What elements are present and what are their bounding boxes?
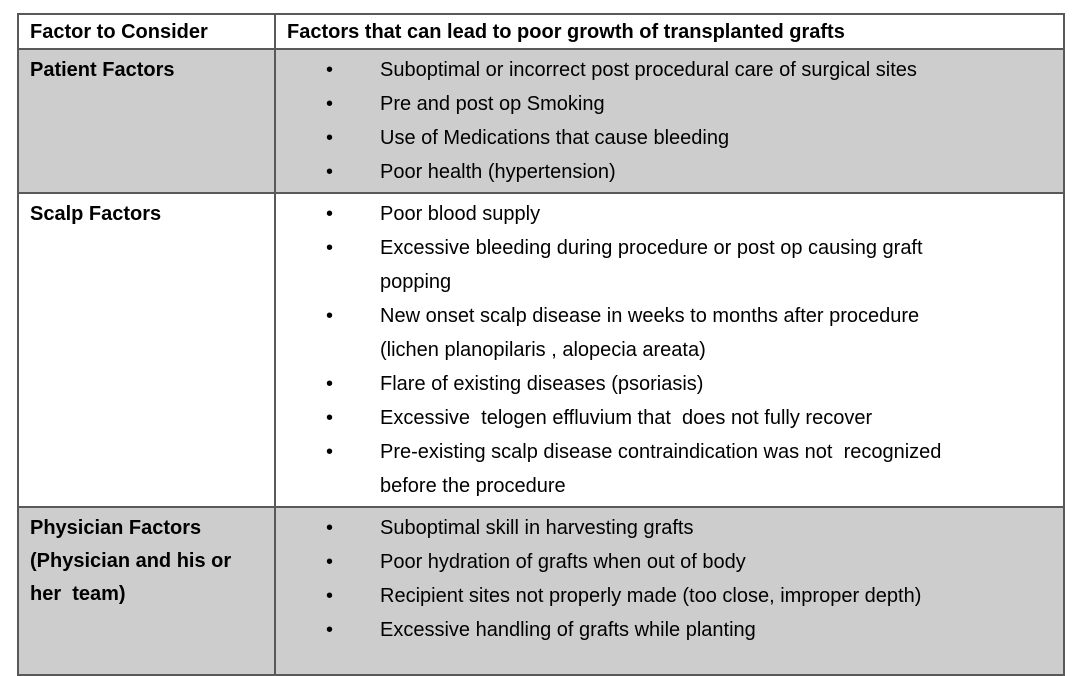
patient-factors-label: Patient Factors xyxy=(17,48,276,194)
list-item: • Suboptimal or incorrect post procedural… xyxy=(326,53,1059,87)
graft-growth-factors-table: Factor to Consider Factors that can lead… xyxy=(17,13,1065,676)
patient-factors-details: • Suboptimal or incorrect post procedural… xyxy=(274,48,1065,194)
patient-factors-bullet-list: • Suboptimal or incorrect post procedural… xyxy=(276,53,1059,189)
physician-factors-label: Physician Factors (Physician and his or … xyxy=(17,506,276,676)
list-item: • Poor health (hypertension) xyxy=(326,155,1059,189)
bullet-text: Poor hydration of grafts when out of bod… xyxy=(380,551,746,573)
bullet-icon: • xyxy=(326,517,334,539)
header-poor-growth-factors: Factors that can lead to poor growth of … xyxy=(274,13,1065,50)
bullet-icon: • xyxy=(326,585,334,607)
bullet-icon: • xyxy=(326,93,334,115)
list-item: • Excessive handling of grafts while plan… xyxy=(326,613,1059,647)
bullet-icon: • xyxy=(326,407,334,429)
bullet-text: Use of Medications that cause bleeding xyxy=(380,127,730,149)
bullet-icon: • xyxy=(326,127,334,149)
bullet-icon: • xyxy=(326,551,334,573)
list-item: • Pre-existing scalp disease contraindica… xyxy=(326,435,1059,503)
list-item: • Flare of existing diseases (psoriasis) xyxy=(326,367,1059,401)
table-header-row: Factor to Consider Factors that can lead… xyxy=(17,13,1065,50)
bullet-text: Recipient sites not properly made (too c… xyxy=(380,585,922,607)
list-item: • Poor hydration of grafts when out of bo… xyxy=(326,545,1059,579)
bullet-icon: • xyxy=(326,161,334,183)
bullet-icon: • xyxy=(326,237,334,259)
bullet-icon: • xyxy=(326,203,334,225)
bullet-text: Flare of existing diseases (psoriasis) xyxy=(380,373,704,395)
bullet-text: New onset scalp disease in weeks to mont… xyxy=(380,305,920,361)
bullet-text: Pre and post op Smoking xyxy=(380,93,605,115)
bullet-text: Suboptimal or incorrect post procedural … xyxy=(380,59,917,81)
table-row-physician-factors: Physician Factors (Physician and his or … xyxy=(17,506,1065,676)
bullet-icon: • xyxy=(326,59,334,81)
table-row-scalp-factors: Scalp Factors • Poor blood supply • Excess… xyxy=(17,192,1065,508)
bullet-icon: • xyxy=(326,305,334,327)
bullet-icon: • xyxy=(326,441,334,463)
list-item: • Poor blood supply xyxy=(326,197,1059,231)
bullet-text: Excessive telogen effluvium that does no… xyxy=(380,407,873,429)
list-item: • Pre and post op Smoking xyxy=(326,87,1059,121)
scalp-factors-details: • Poor blood supply • Excessive bleeding d… xyxy=(274,192,1065,508)
header-factor-to-consider: Factor to Consider xyxy=(17,13,276,50)
list-item: • Excessive bleeding during procedure or … xyxy=(326,231,1059,299)
bullet-text: Suboptimal skill in harvesting grafts xyxy=(380,517,694,539)
physician-factors-bullet-list: • Suboptimal skill in harvesting grafts •… xyxy=(276,511,1059,647)
scalp-factors-label: Scalp Factors xyxy=(17,192,276,508)
list-item: • Suboptimal skill in harvesting grafts xyxy=(326,511,1059,545)
bullet-text: Poor blood supply xyxy=(380,203,541,225)
bullet-text: Poor health (hypertension) xyxy=(380,161,616,183)
list-item: • Excessive telogen effluvium that does n… xyxy=(326,401,1059,435)
bullet-text: Excessive handling of grafts while plant… xyxy=(380,619,756,641)
bullet-icon: • xyxy=(326,619,334,641)
scalp-factors-bullet-list: • Poor blood supply • Excessive bleeding d… xyxy=(276,197,1059,503)
table-row-patient-factors: Patient Factors • Suboptimal or incorrect… xyxy=(17,48,1065,194)
physician-factors-details: • Suboptimal skill in harvesting grafts •… xyxy=(274,506,1065,676)
bullet-icon: • xyxy=(326,373,334,395)
list-item: • Use of Medications that cause bleeding xyxy=(326,121,1059,155)
list-item: • New onset scalp disease in weeks to mon… xyxy=(326,299,1059,367)
bullet-text: Pre-existing scalp disease contraindicat… xyxy=(380,441,942,497)
bullet-text: Excessive bleeding during procedure or p… xyxy=(380,237,923,293)
list-item: • Recipient sites not properly made (too … xyxy=(326,579,1059,613)
